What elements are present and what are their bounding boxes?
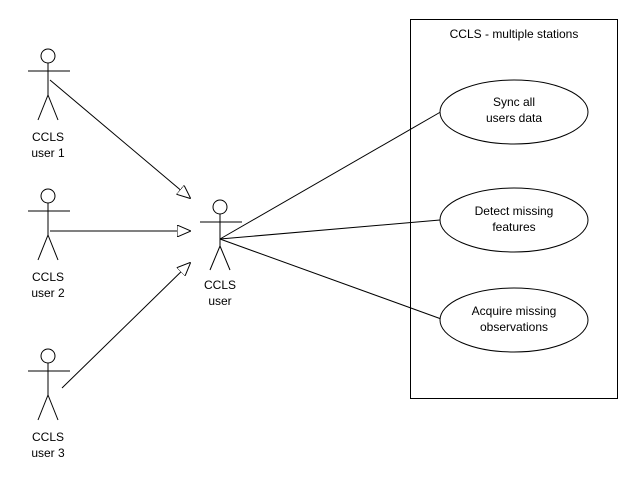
- stick-figure-icon: [28, 348, 70, 421]
- system-boundary-title: CCLS - multiple stations: [450, 27, 579, 41]
- association-sync: [219, 109, 445, 240]
- use-case-ellipse: [439, 187, 589, 253]
- use-case-sync-all-users-data: Sync all users data: [439, 79, 589, 145]
- use-case-acquire-missing-observations: Acquire missing observations: [439, 287, 589, 353]
- actor-label-line2: user 2: [31, 286, 65, 300]
- generalization-user3: [61, 263, 190, 389]
- system-boundary: CCLS - multiple stations: [410, 19, 618, 399]
- use-case-ellipse: [439, 79, 589, 145]
- use-case-detect-missing-features: Detect missing features: [439, 187, 589, 253]
- actor-label-line1: CCLS: [32, 270, 64, 284]
- actor-label-line1: CCLS: [32, 430, 64, 444]
- associations: [219, 109, 445, 321]
- use-case-label-line1: Acquire missing: [472, 304, 557, 318]
- stick-figure-icon: [28, 188, 70, 261]
- actor-ccls-user-1: CCLS user 1: [28, 48, 70, 160]
- actor-ccls-user-3: CCLS user 3: [28, 348, 70, 460]
- use-case-ellipse: [439, 287, 589, 353]
- stick-figure-icon: [200, 199, 242, 271]
- use-case-label-line1: Detect missing: [475, 204, 554, 218]
- actor-ccls-user-2: CCLS user 2: [28, 188, 70, 300]
- use-case-label-line2: features: [492, 220, 535, 234]
- actor-label-line2: user: [208, 294, 231, 308]
- generalization-arrows: [49, 79, 190, 389]
- system-boundary-box: [410, 19, 618, 399]
- association-acquire: [219, 238, 445, 321]
- association-detect: [219, 219, 441, 240]
- actor-ccls-user: CCLS user: [200, 199, 242, 308]
- use-case-label-line1: Sync all: [493, 95, 535, 109]
- stick-figure-icon: [28, 48, 70, 121]
- actor-label-line1: CCLS: [32, 130, 64, 144]
- use-case-label-line2: users data: [486, 111, 542, 125]
- actor-label-line2: user 1: [31, 146, 65, 160]
- generalization-user1: [49, 79, 190, 198]
- use-case-label-line2: observations: [480, 320, 548, 334]
- actor-label-line1: CCLS: [204, 278, 236, 292]
- actor-label-line2: user 3: [31, 446, 65, 460]
